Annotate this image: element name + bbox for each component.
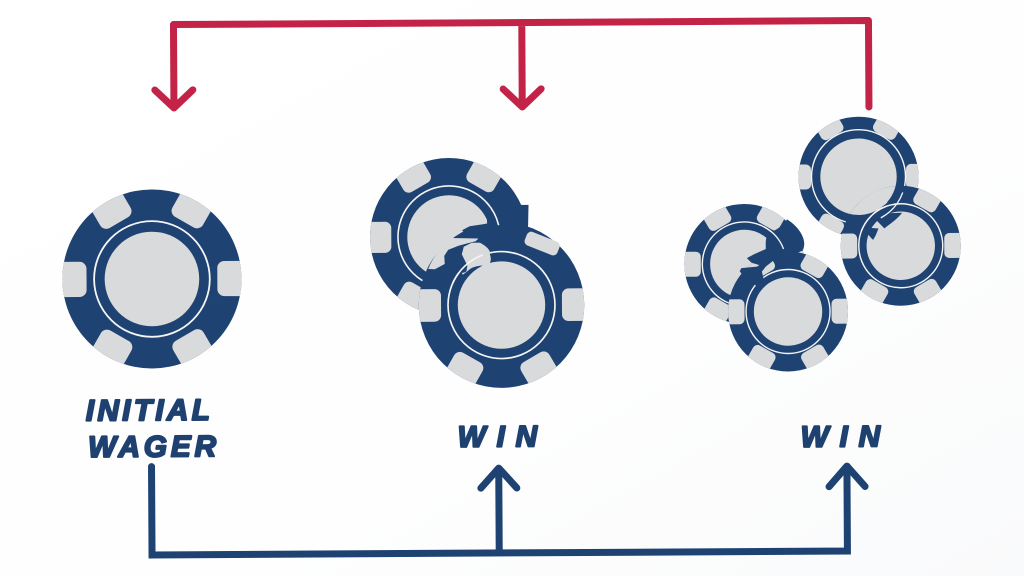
svg-text:WAGER: WAGER [88,430,220,464]
svg-text:WIN: WIN [457,420,548,454]
svg-text:INITIAL: INITIAL [86,394,214,428]
svg-text:WIN: WIN [801,420,892,454]
